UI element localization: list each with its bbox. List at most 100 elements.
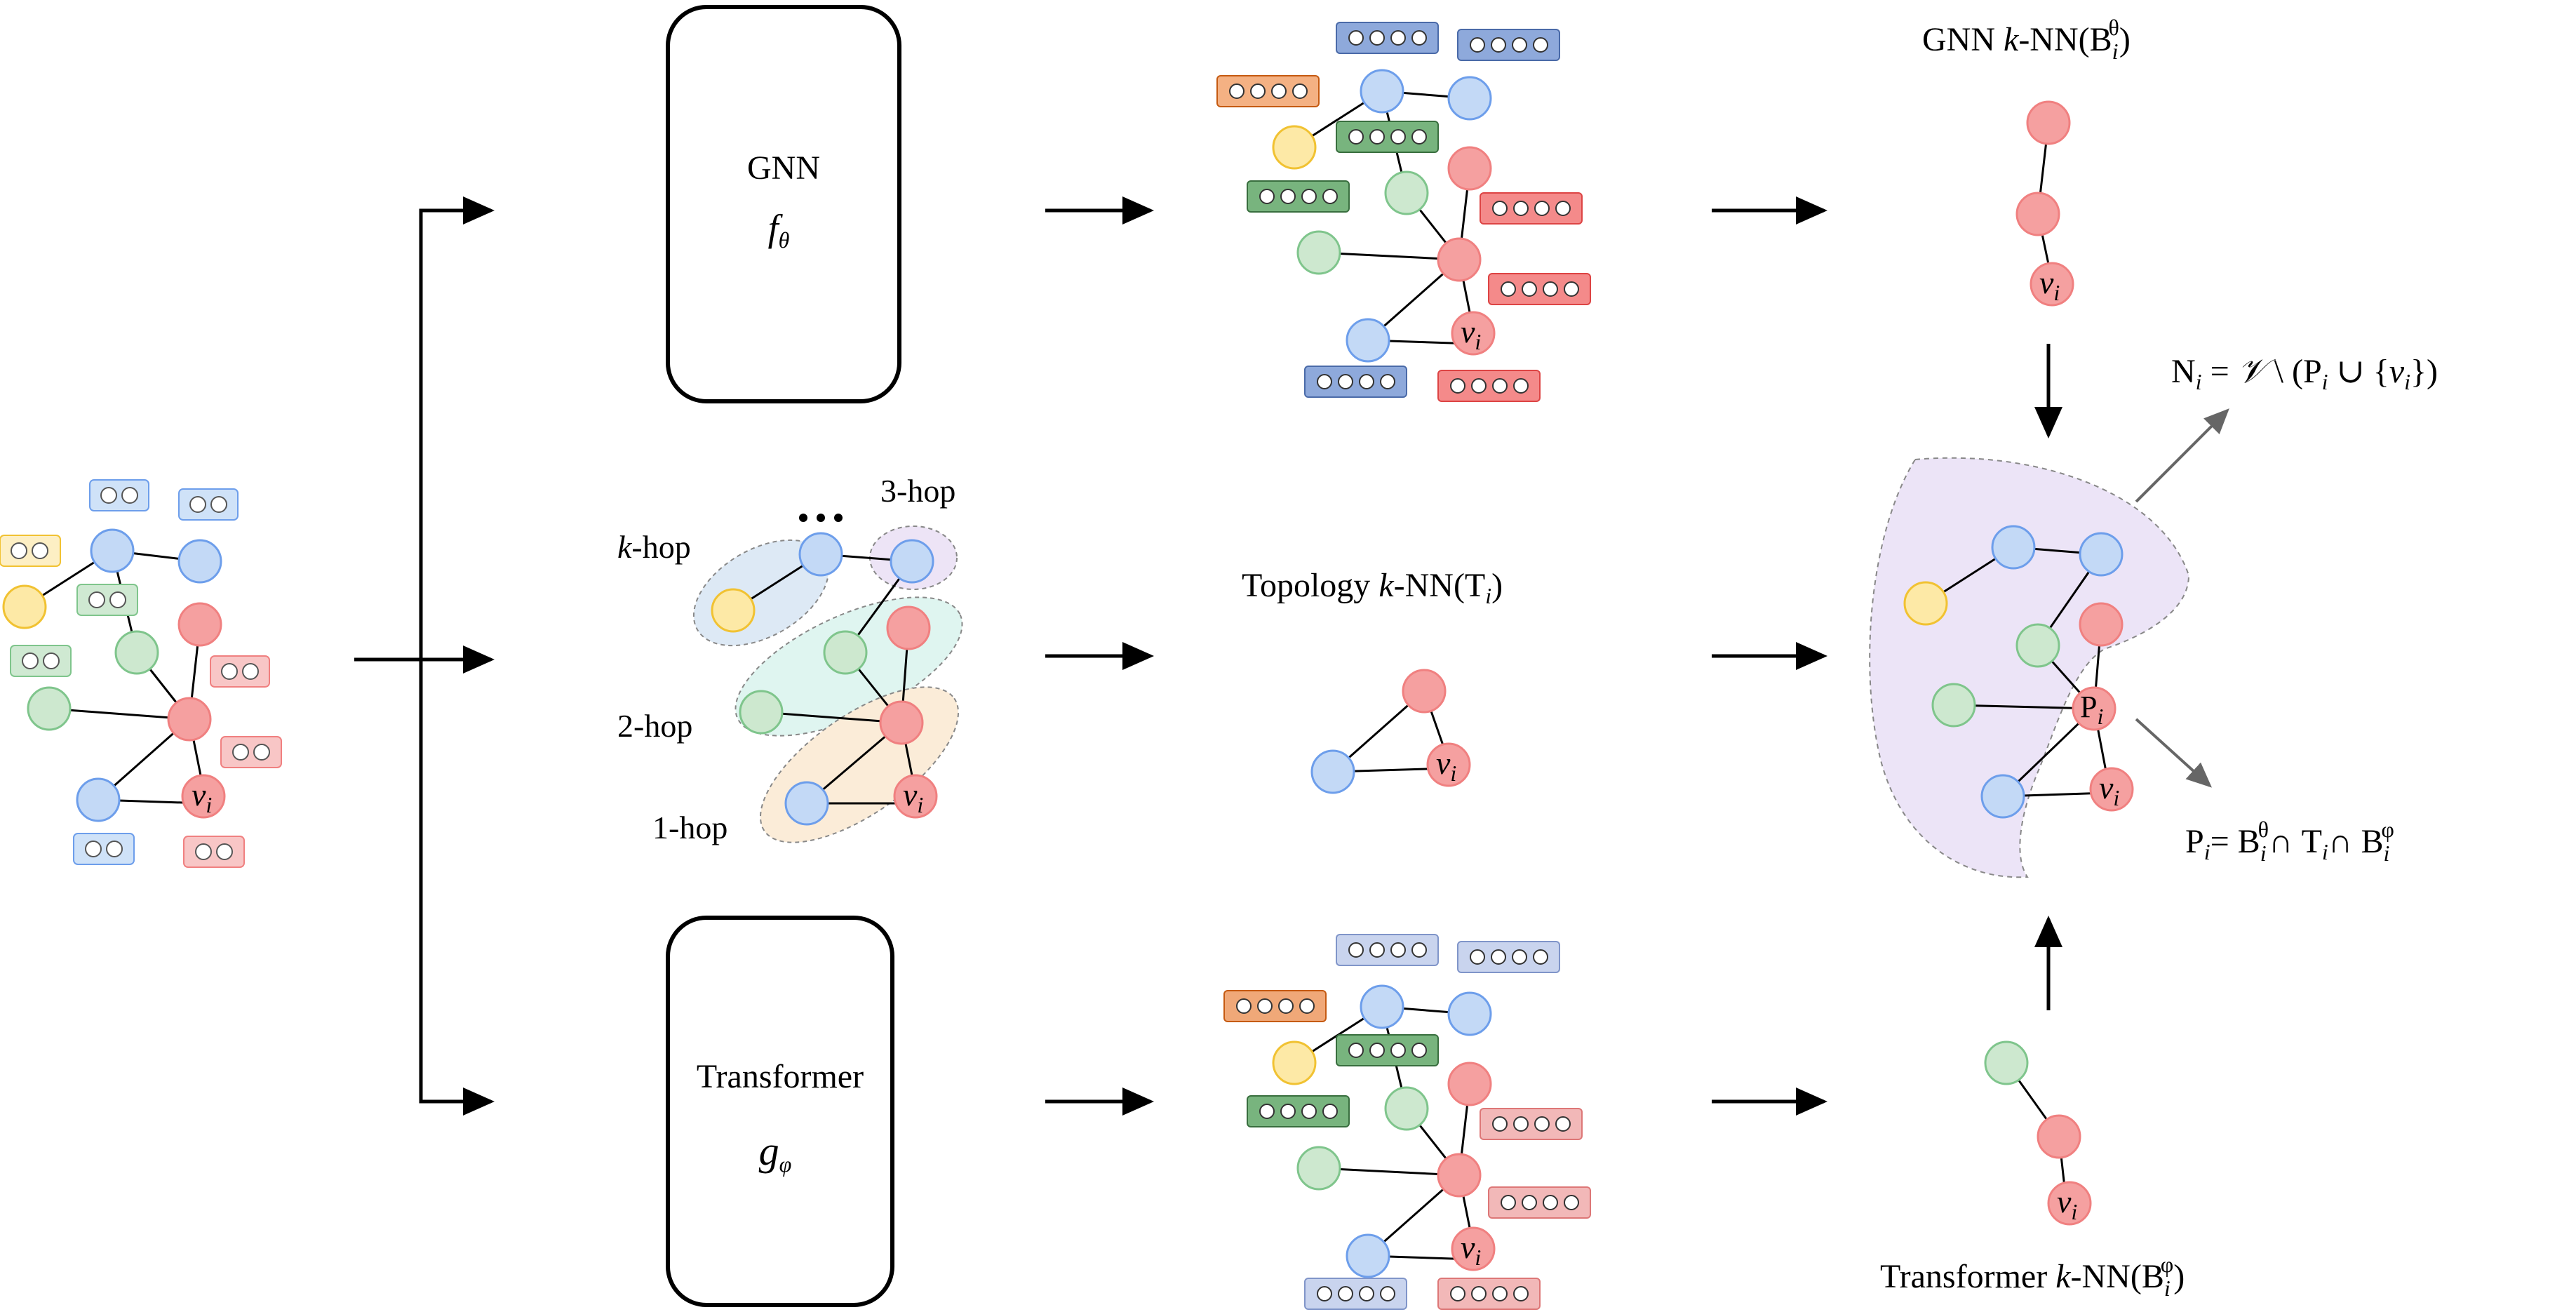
feature-box-green [76, 584, 138, 616]
feature-box-red [1488, 273, 1591, 305]
node-yellow [1903, 581, 1948, 626]
vi-label: vi [1461, 1229, 1481, 1270]
node-red-vi [181, 774, 226, 819]
hop-nodes: vi [711, 532, 938, 826]
node-red-vi [1451, 311, 1496, 356]
gnn-model-box: GNN fθ [666, 5, 901, 403]
node-red-vi [2089, 767, 2134, 812]
node-blue [1346, 318, 1390, 363]
transformer-model-symbol: gφ [759, 1128, 792, 1177]
feature-box-green [10, 645, 72, 677]
branch-connector [354, 196, 495, 1116]
vi-label: vi [2039, 265, 2060, 305]
feature-box-blue-light [1457, 941, 1560, 973]
three-hop-label: 3-hop [880, 473, 955, 509]
feature-box-red [1480, 192, 1583, 225]
feature-box-blue [89, 479, 149, 511]
node-red [1402, 669, 1447, 714]
node-red-vi [1426, 742, 1471, 787]
node-blue [2079, 532, 2124, 577]
feature-box-red [1437, 370, 1541, 402]
feature-box-red-light [1480, 1108, 1583, 1140]
feature-box-red [220, 736, 282, 768]
node-blue [784, 781, 829, 826]
node-yellow [1272, 125, 1317, 170]
feature-box-yellow [0, 535, 61, 567]
feature-box-blue-dark [1304, 366, 1407, 398]
node-blue [1346, 1233, 1390, 1278]
topology-knn: Topology k-NN(Ti) vi [1242, 567, 1503, 794]
node-blue [1310, 749, 1355, 794]
fused-graph: Pi vi [1869, 408, 2229, 878]
feature-box-green-dark [1336, 121, 1439, 153]
node-red-vi [2047, 1181, 2092, 1226]
vi-label: vi [1461, 314, 1481, 354]
feature-box-red-light [1437, 1278, 1541, 1310]
node-blue [1447, 76, 1492, 121]
node-blue [1360, 69, 1404, 114]
gnn-model-name: GNN [747, 149, 820, 187]
node-red [167, 697, 212, 742]
vi-label: vi [2057, 1184, 2077, 1224]
gnn-nodes: vi [1272, 69, 1496, 363]
feature-box-green-dark [1247, 1095, 1350, 1127]
hop-graph: vi k-hop 3-hop 2-hop 1-hop [617, 473, 963, 845]
topology-knn-title: Topology k-NN(Ti) [1242, 567, 1503, 608]
feature-box-blue-light [1304, 1278, 1407, 1310]
node-red [2037, 1114, 2081, 1159]
node-red-vi [1451, 1226, 1496, 1271]
pi-label: Pi [2080, 690, 2103, 729]
node-red [2015, 192, 2060, 236]
vi-label: vi [2099, 770, 2119, 810]
feature-box-red [210, 655, 270, 688]
feature-box-green-dark [1336, 1034, 1439, 1066]
node-green [823, 630, 868, 675]
node-green [739, 690, 784, 735]
gnn-knn: GNN k-NN(Biθ) vi [1922, 15, 2131, 439]
node-red [1447, 146, 1492, 191]
feature-box-blue-dark [1336, 22, 1439, 54]
node-green [27, 686, 72, 731]
node-blue [177, 539, 222, 584]
transformer-embedding-graph: vi [1223, 934, 1591, 1310]
node-red-vi [893, 774, 938, 819]
node-red-pi [2072, 686, 2117, 731]
transformer-model-name: Transformer [697, 1058, 864, 1095]
two-hop-label: 2-hop [617, 708, 692, 744]
node-red [886, 605, 931, 650]
node-blue [1360, 984, 1404, 1029]
node-green [1931, 683, 1976, 728]
node-blue [1980, 774, 2025, 819]
node-red [2026, 100, 2071, 145]
node-blue [1447, 991, 1492, 1036]
node-yellow [1272, 1040, 1317, 1085]
feature-box-red [183, 836, 245, 868]
positive-set-region [1869, 457, 2190, 878]
node-blue [76, 777, 121, 822]
feature-box-orange [1223, 990, 1327, 1022]
gnn-embedding-graph: vi [1216, 22, 1591, 402]
feature-box-blue-dark [1457, 29, 1560, 61]
fused-nodes: Pi vi [1903, 525, 2134, 819]
gnn-knn-title: GNN k-NN(Biθ) [1922, 15, 2131, 64]
node-red-vi [2030, 262, 2074, 307]
node-red [177, 602, 222, 647]
feature-box-orange [1216, 75, 1320, 107]
feature-box-green-dark [1247, 180, 1350, 213]
node-red [879, 700, 924, 745]
node-green [1296, 230, 1341, 275]
node-green [114, 630, 159, 675]
feature-box-blue [178, 488, 239, 521]
transformer-nodes: vi [1272, 984, 1496, 1278]
positive-set-formula: Pi= Biθ∩ Ti∩ Biφ [2185, 817, 2394, 866]
gnn-feature-boxes [1216, 22, 1591, 402]
vi-label: vi [1436, 745, 1456, 786]
transformer-model-box: Transformer gφ [666, 916, 894, 1307]
one-hop-label: 1-hop [652, 810, 727, 845]
feature-box-blue-light [1336, 934, 1439, 966]
vi-label: vi [903, 777, 923, 817]
node-yellow [711, 588, 756, 633]
node-green [1984, 1040, 2029, 1085]
node-blue [90, 528, 135, 573]
